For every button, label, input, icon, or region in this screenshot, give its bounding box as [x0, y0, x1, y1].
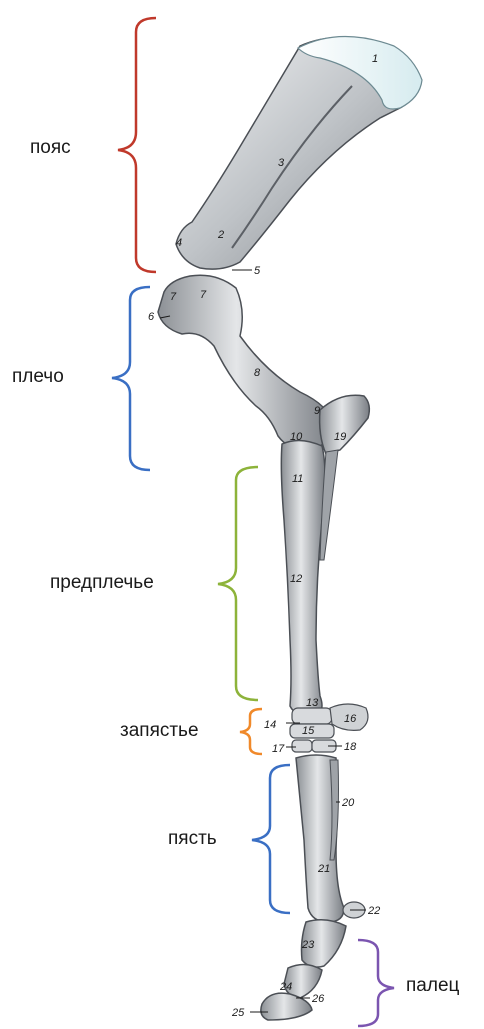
bone-number: 15 [302, 725, 315, 737]
bone-number: 8 [254, 367, 261, 379]
bone-number: 3 [278, 157, 285, 169]
bone-number: 18 [344, 741, 357, 753]
bone-number: 24 [279, 981, 292, 993]
bone-number: 10 [290, 431, 303, 443]
bone-number: 6 [148, 311, 155, 323]
bone-number: 2 [217, 229, 224, 241]
bone-number: 20 [341, 797, 355, 809]
region-label-forearm: предплечье [50, 572, 154, 594]
metacarpus-bracket [252, 765, 290, 913]
shoulder-bracket [112, 287, 150, 470]
bone-number: 13 [306, 697, 319, 709]
humerus [158, 275, 332, 450]
region-label-metacarpus: пясть [168, 828, 217, 850]
bone-number: 14 [264, 719, 276, 731]
region-label-wrist: запястье [120, 720, 199, 742]
distal-phalanx [261, 993, 312, 1020]
wrist-bracket [240, 709, 262, 754]
bone-number: 17 [272, 743, 285, 755]
bone-number: 7 [200, 289, 207, 301]
belt-bracket [118, 18, 156, 272]
bone-number: 4 [176, 237, 182, 249]
bone-number: 23 [301, 939, 315, 951]
digit-bracket [358, 940, 394, 1026]
forelimb-skeleton [158, 36, 422, 1020]
region-label-digit: палец [406, 975, 459, 997]
bone-number: 9 [314, 405, 320, 417]
bone-number: 16 [344, 713, 357, 725]
bone-number: 1 [372, 53, 378, 65]
region-label-belt: пояс [30, 137, 71, 159]
bone-number: 22 [367, 905, 380, 917]
bone-number: 19 [334, 431, 346, 443]
olecranon [320, 395, 370, 454]
bone-number: 25 [231, 1007, 245, 1019]
bone-number: 11 [292, 473, 303, 485]
bone-number: 26 [311, 993, 325, 1005]
bone-number: 5 [254, 265, 261, 277]
region-label-shoulder: плечо [12, 366, 64, 388]
bone-number: 7 [170, 291, 177, 303]
forearm-bracket [218, 467, 258, 700]
bone-number: 12 [290, 573, 302, 585]
bone-number: 21 [317, 863, 330, 875]
